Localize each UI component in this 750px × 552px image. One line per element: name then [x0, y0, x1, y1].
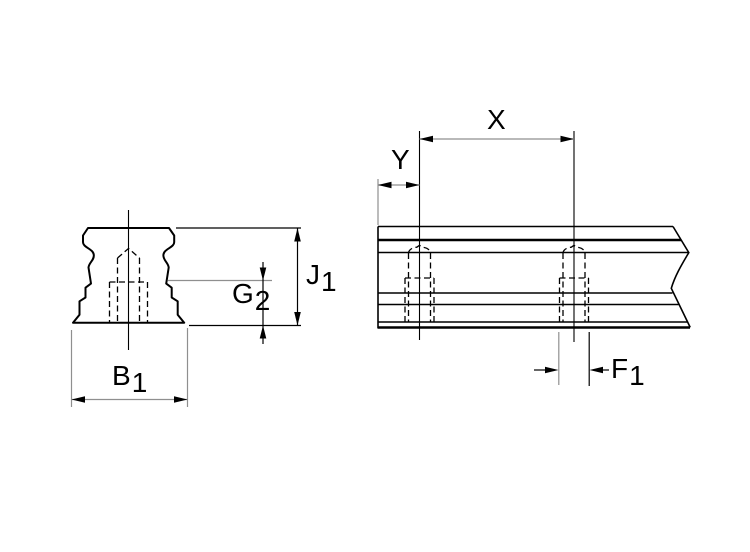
- rail-break-line: [670, 226, 691, 328]
- dim-label-g2-sub: 2: [254, 285, 271, 316]
- arrowhead-right: [406, 181, 420, 189]
- dim-label-j1-sub: 1: [321, 266, 337, 297]
- arrowhead-right: [174, 396, 188, 403]
- section-hidden-hole: [108, 247, 149, 322]
- arrowhead-up: [294, 228, 301, 242]
- dim-x: [419, 135, 574, 143]
- dim-j1: [294, 228, 301, 326]
- dim-label-b1: B1: [112, 360, 147, 397]
- dim-g2: [259, 262, 267, 344]
- dim-label-b1-main: B: [112, 360, 131, 391]
- dim-label-j1: J1: [306, 259, 337, 296]
- arrowhead-left: [589, 366, 603, 374]
- dim-label-b1-sub: 1: [131, 367, 148, 398]
- dim-label-x: X: [487, 106, 506, 134]
- dim-label-f1-main: F: [611, 353, 629, 384]
- dim-y: [377, 179, 420, 225]
- side-view: [377, 131, 691, 386]
- dim-label-f1: F1: [611, 353, 645, 390]
- cross-section-view: [70, 210, 301, 407]
- dim-label-f1-sub: 1: [629, 360, 645, 391]
- dim-label-y-main: Y: [391, 144, 410, 175]
- arrowhead-left: [419, 135, 433, 143]
- dim-label-y: Y: [391, 146, 410, 174]
- arrowhead-right: [545, 366, 559, 374]
- arrowhead-down: [259, 267, 267, 281]
- rail-profile-outline: [72, 227, 186, 324]
- dim-label-g2: G2: [232, 278, 270, 315]
- arrowhead-left: [71, 396, 85, 403]
- dim-label-j1-main: J: [306, 259, 320, 290]
- arrowhead-down: [294, 312, 301, 326]
- arrowhead-up: [259, 325, 267, 339]
- dim-f1: [534, 332, 609, 386]
- dim-label-x-main: X: [487, 104, 506, 135]
- arrowhead-left: [378, 181, 392, 189]
- arrowhead-right: [560, 135, 574, 143]
- dim-b1: [70, 328, 189, 407]
- dim-label-g2-main: G: [232, 278, 254, 309]
